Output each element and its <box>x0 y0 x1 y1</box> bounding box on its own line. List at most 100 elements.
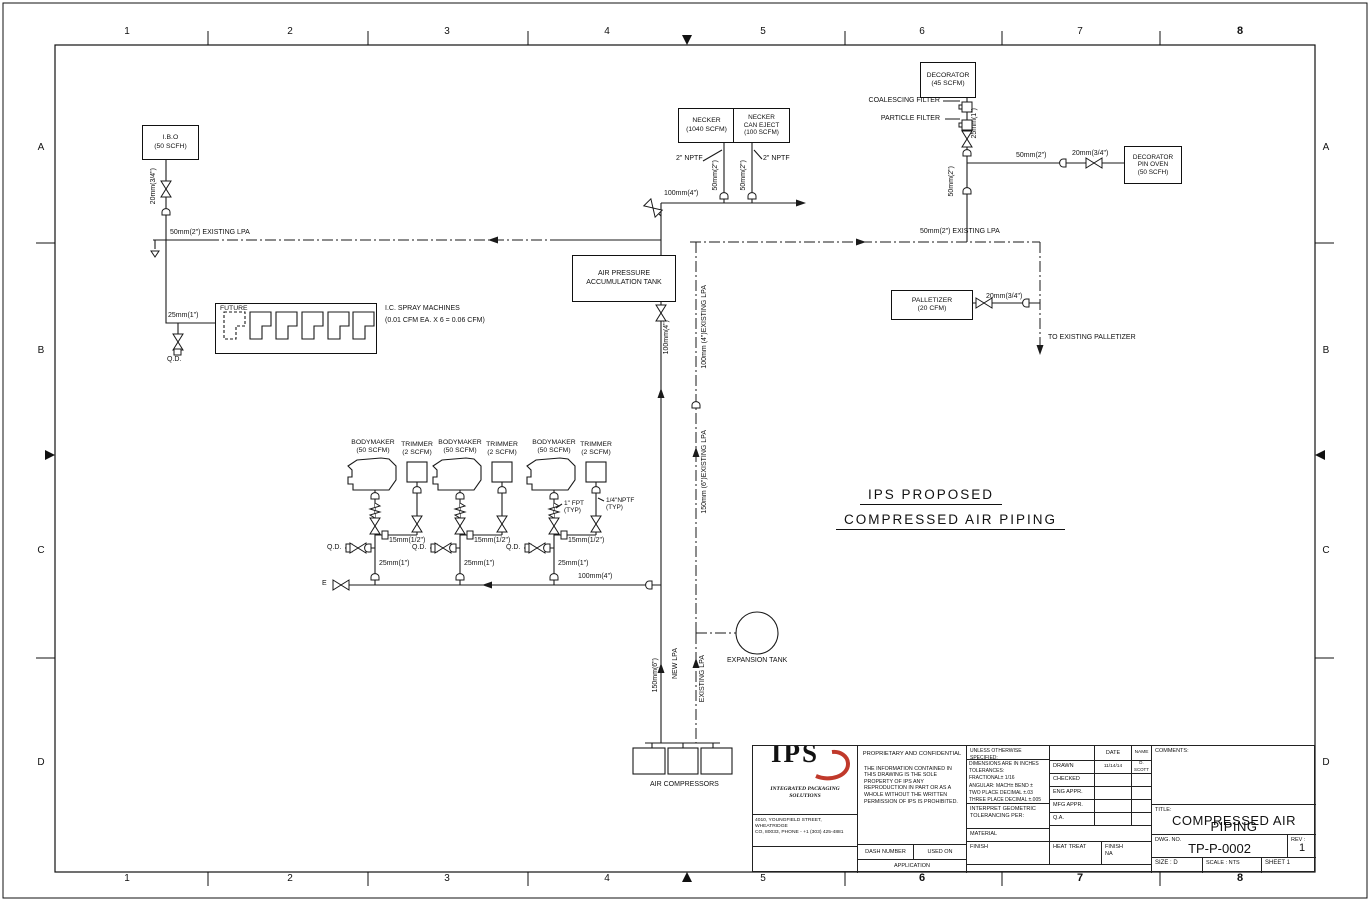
flow-arrows <box>482 199 1044 673</box>
existing-lpa-label: 100mm (4")EXISTING LPA <box>701 285 708 369</box>
grid-col-4-top: 4 <box>604 26 610 37</box>
grid-row-a-left: A <box>37 142 45 153</box>
nptf-label: (TYP) <box>606 504 623 511</box>
spray-machines-label: (0.01 CFM EA. X 6 = 0.06 CFM) <box>385 317 485 324</box>
dwg-number: TP-P-0002 <box>1188 840 1251 856</box>
trimmer-label-2: TRIMMER (2 SCFM) <box>486 441 518 456</box>
size-label: 15mm(1/2") <box>389 537 426 544</box>
size-label: 20mm(3/4") <box>986 293 1023 300</box>
grid-col-6-top: 6 <box>919 26 925 37</box>
grid-row-c-left: C <box>37 545 45 556</box>
air-compressor-2 <box>667 747 699 775</box>
grid-col-5-bottom: 5 <box>760 873 766 884</box>
necker-can-eject-box: NECKER CAN EJECT (100 SCFM) <box>733 108 790 143</box>
drawn-name-cell: D. SCOTT <box>1131 760 1151 773</box>
expansion-tank-shape <box>735 611 779 655</box>
npt-label: 2" NPTF <box>763 155 790 162</box>
interpret-cell: INTERPRET GEOMETRIC TOLERANCING PER: <box>966 803 1049 828</box>
trimmer-shape-3 <box>585 461 607 483</box>
air-compressors-label: AIR COMPRESSORS <box>650 781 719 788</box>
dash-number-cell: DASH NUMBER <box>857 844 913 859</box>
size-label: 15mm(1/2") <box>568 537 605 544</box>
empty-cell <box>753 846 857 873</box>
grid-row-c-right: C <box>1322 545 1330 556</box>
grid-col-1-top: 1 <box>124 26 130 37</box>
grid-col-3-bottom: 3 <box>444 873 450 884</box>
qd-label: Q.D. <box>167 356 182 363</box>
existing-lpa-label: EXISTING LPA <box>699 655 706 703</box>
eng-appr-date-cell <box>1094 786 1131 799</box>
new-lpa-label: NEW LPA <box>672 648 679 679</box>
grid-col-6-bottom: 6 <box>918 872 926 884</box>
ips-logo: IPS <box>771 746 820 768</box>
npt-label: 2" NPTF <box>676 155 703 162</box>
equipment-shapes <box>223 311 779 775</box>
finish2-cell: FINISH NA <box>1101 841 1151 864</box>
grid-col-2-bottom: 2 <box>287 873 293 884</box>
qa-name-cell <box>1131 812 1151 825</box>
eng-appr-label-cell: ENG APPR. <box>1049 786 1094 799</box>
size-label: 50mm(2") <box>948 166 955 197</box>
existing-lpa-label: 50mm(2") EXISTING LPA <box>170 229 250 236</box>
size-label: 50mm(2") <box>1016 152 1047 159</box>
sheet-cell: SHEET 1 <box>1261 857 1316 873</box>
finish-cell: FINISH <box>966 841 1049 864</box>
proposed-note-line1: IPS PROPOSED <box>860 487 1003 505</box>
grid-col-7-top: 7 <box>1077 26 1083 37</box>
approvals-header-blank <box>1049 746 1094 760</box>
grid-row-d-right: D <box>1322 757 1330 768</box>
decorator-pin-oven-box: DECORATOR PIN OVEN (50 SCFH) <box>1124 146 1182 184</box>
name-header-cell: NAME <box>1131 746 1151 760</box>
unless-cell: UNLESS OTHERWISE SPECIFIED: <box>966 746 1049 759</box>
size-label: 150mm(6") <box>652 658 659 693</box>
grid-col-5-top: 5 <box>760 26 766 37</box>
grid-col-8-bottom: 8 <box>1236 872 1244 884</box>
mfg-appr-label-cell: MFG APPR. <box>1049 799 1094 812</box>
expansion-tank-label: EXPANSION TANK <box>727 657 788 664</box>
empty-strip-cell <box>966 864 1151 873</box>
comments-cell: COMMENTS: <box>1151 746 1316 804</box>
bodymaker-label-2: BODYMAKER (50 SCFM) <box>438 439 482 454</box>
size-label: 25mm(1") <box>464 560 495 567</box>
checked-date-cell <box>1094 773 1131 786</box>
grid-col-4-bottom: 4 <box>604 873 610 884</box>
proposed-note-line2: COMPRESSED AIR PIPING <box>836 512 1066 530</box>
bodymaker-shape-1 <box>347 457 397 491</box>
proprietary-cell: PROPRIETARY AND CONFIDENTIAL THE INFORMA… <box>857 746 966 844</box>
dwg-no-cell: DWG. NO. TP-P-0002 <box>1151 834 1287 857</box>
bodymaker-label-1: BODYMAKER (50 SCFM) <box>351 439 395 454</box>
drawn-date-cell: 11/14/14 <box>1094 760 1131 773</box>
bodymaker-label-3: BODYMAKER (50 SCFM) <box>532 439 576 454</box>
size-label: 100mm(4") <box>663 320 670 355</box>
date-header-cell: DATE <box>1094 746 1131 760</box>
title-block: IPS INTEGRATED PACKAGING SOLUTIONS 4010,… <box>752 745 1316 873</box>
grid-col-1-bottom: 1 <box>124 873 130 884</box>
approvals-empty-cell <box>1049 825 1151 841</box>
size-label: 25mm(1") <box>379 560 410 567</box>
ips-logo-swoosh-icon <box>815 749 851 781</box>
trimmer-label-3: TRIMMER (2 SCFM) <box>580 441 612 456</box>
necker-box: NECKER (1040 SCFM) <box>678 108 735 143</box>
qd-label: Q.D. <box>412 544 427 551</box>
heat-treat-cell: HEAT TREAT <box>1049 841 1101 864</box>
address-cell: 4010, YOUNGFIELD STREET, WHEATRIDGE CO, … <box>753 814 857 846</box>
size-cell: SIZE : D <box>1151 857 1202 873</box>
drawing-title: COMPRESSED AIR PIPING <box>1171 812 1297 834</box>
application-cell: APPLICATION <box>857 859 966 873</box>
nptf-label: 1/4"NPTF <box>606 497 635 504</box>
to-existing-palletizer-label: TO EXISTING PALLETIZER <box>1048 334 1136 341</box>
scale-cell: SCALE : NTS <box>1202 857 1261 873</box>
logo-cell: IPS INTEGRATED PACKAGING SOLUTIONS <box>753 746 857 814</box>
e-marker-label: E <box>322 580 327 587</box>
grid-row-a-right: A <box>1322 142 1330 153</box>
grid-col-3-top: 3 <box>444 26 450 37</box>
rev-cell: REV : 1 <box>1287 834 1316 857</box>
grid-row-b-right: B <box>1322 345 1330 356</box>
existing-lpa-label: 150mm (6")EXISTING LPA <box>701 430 708 514</box>
coalescing-filter-label: COALESCING FILTER <box>868 97 940 104</box>
title-cell: TITLE: COMPRESSED AIR PIPING <box>1151 804 1316 834</box>
air-pressure-tank-box: AIR PRESSURE ACCUMULATION TANK <box>572 255 676 302</box>
